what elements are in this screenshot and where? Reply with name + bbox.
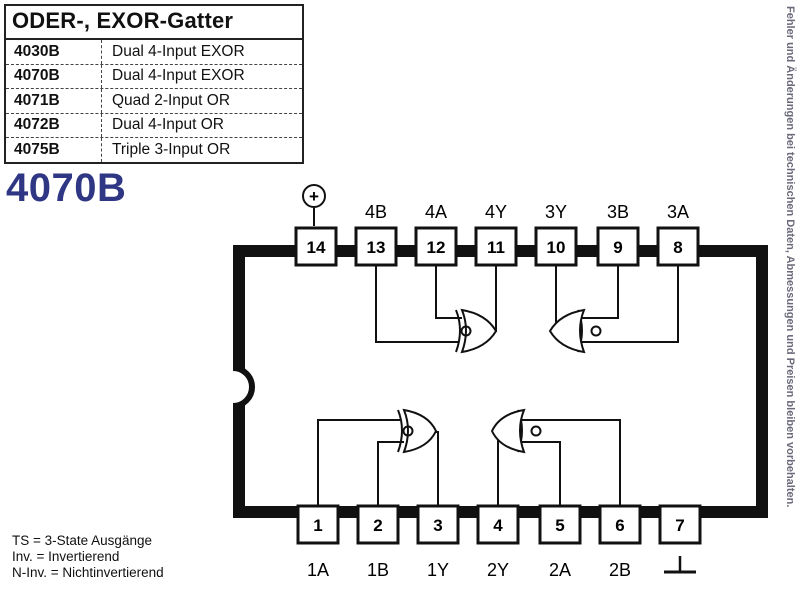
row-part-code: 4072B [6, 113, 102, 137]
pin-label-4y: 4Y [485, 202, 507, 222]
svg-text:9: 9 [613, 238, 622, 257]
xor-gate-1 [317, 408, 439, 506]
pin-7: 7 [658, 504, 702, 545]
pin-label-2a: 2A [549, 560, 571, 580]
pin-label-1y: 1Y [427, 560, 449, 580]
table-row: 4030B Dual 4-Input EXOR [6, 40, 302, 65]
svg-text:14: 14 [307, 238, 326, 257]
pin-13: 13 4B [354, 202, 398, 267]
pin-5: 5 2A [538, 504, 582, 580]
xor-gate-4 [375, 265, 498, 354]
svg-text:8: 8 [673, 238, 682, 257]
row-part-code: 4071B [6, 89, 102, 113]
row-part-code: 4070B [6, 64, 102, 88]
vcc-plus: + [309, 187, 319, 206]
pin-6: 6 2B [598, 504, 642, 580]
svg-text:7: 7 [675, 516, 684, 535]
legend-line: TS = 3-State Ausgänge [12, 533, 152, 548]
table-row: 4070B Dual 4-Input EXOR [6, 64, 302, 89]
pin-1: 1 1A [296, 504, 340, 580]
table-row: 4075B Triple 3-Input OR [6, 138, 302, 162]
pin-11: 11 4Y [474, 202, 518, 267]
pin-label-4b: 4B [365, 202, 387, 222]
disclaimer-text: Fehler und Änderungen bei technischen Da… [784, 6, 796, 508]
ground-symbol-icon [664, 556, 696, 574]
table-row: 4071B Quad 2-Input OR [6, 89, 302, 114]
bottom-pin-row: 1 1A 2 1B 3 1Y 4 2Y 5 2A 6 2B [296, 504, 702, 580]
pin-label-2b: 2B [609, 560, 631, 580]
pin-10: 10 3Y [534, 202, 578, 267]
svg-text:5: 5 [555, 516, 564, 535]
svg-text:13: 13 [367, 238, 386, 257]
pin-9: 9 3B [596, 202, 640, 267]
svg-text:2: 2 [373, 516, 382, 535]
svg-text:1: 1 [313, 516, 322, 535]
pin-8: 8 3A [656, 202, 700, 267]
pin-label-4a: 4A [425, 202, 447, 222]
gate-family-table: ODER-, EXOR-Gatter 4030B Dual 4-Input EX… [4, 4, 304, 164]
svg-text:3: 3 [433, 516, 442, 535]
row-description: Dual 4-Input EXOR [112, 67, 245, 85]
row-part-code: 4075B [6, 138, 102, 162]
svg-text:11: 11 [487, 238, 505, 257]
pin-12: 12 4A [414, 202, 458, 267]
abbreviation-legend: TS = 3-State Ausgänge Inv. = Invertieren… [12, 533, 164, 581]
pin-2: 2 1B [356, 504, 400, 580]
pin-label-2y: 2Y [487, 560, 509, 580]
legend-line: Inv. = Invertierend [12, 549, 120, 564]
side-disclaimer: Fehler und Änderungen bei technischen Da… [784, 6, 800, 594]
legend-line: N-Inv. = Nichtinvertierend [12, 565, 164, 580]
row-part-code: 4030B [6, 40, 102, 64]
pin-label-1b: 1B [367, 560, 389, 580]
top-pin-row: 14 13 4B 12 4A 11 4Y 10 3Y 9 3B [294, 202, 700, 267]
row-description: Dual 4-Input EXOR [112, 42, 245, 60]
part-number-title: 4070B [6, 166, 127, 210]
table-row: 4072B Dual 4-Input OR [6, 113, 302, 138]
svg-text:12: 12 [427, 238, 446, 257]
pin-14: 14 [294, 226, 338, 267]
pin-label-3y: 3Y [545, 202, 567, 222]
row-description: Dual 4-Input OR [112, 116, 224, 134]
row-description: Quad 2-Input OR [112, 91, 231, 109]
xor-gate-3 [548, 265, 679, 354]
xor-gate-2 [490, 408, 621, 506]
pin-label-3b: 3B [607, 202, 629, 222]
vcc-symbol-icon [302, 184, 326, 208]
table-title: ODER-, EXOR-Gatter [6, 6, 302, 40]
svg-text:4: 4 [493, 516, 503, 535]
svg-text:10: 10 [547, 238, 566, 257]
pin-label-3a: 3A [667, 202, 689, 222]
pin-label-1a: 1A [307, 560, 329, 580]
row-description: Triple 3-Input OR [112, 140, 231, 158]
package-notch [232, 365, 255, 409]
pin-4: 4 2Y [476, 504, 520, 580]
svg-text:6: 6 [615, 516, 624, 535]
pin-3: 3 1Y [416, 504, 460, 580]
